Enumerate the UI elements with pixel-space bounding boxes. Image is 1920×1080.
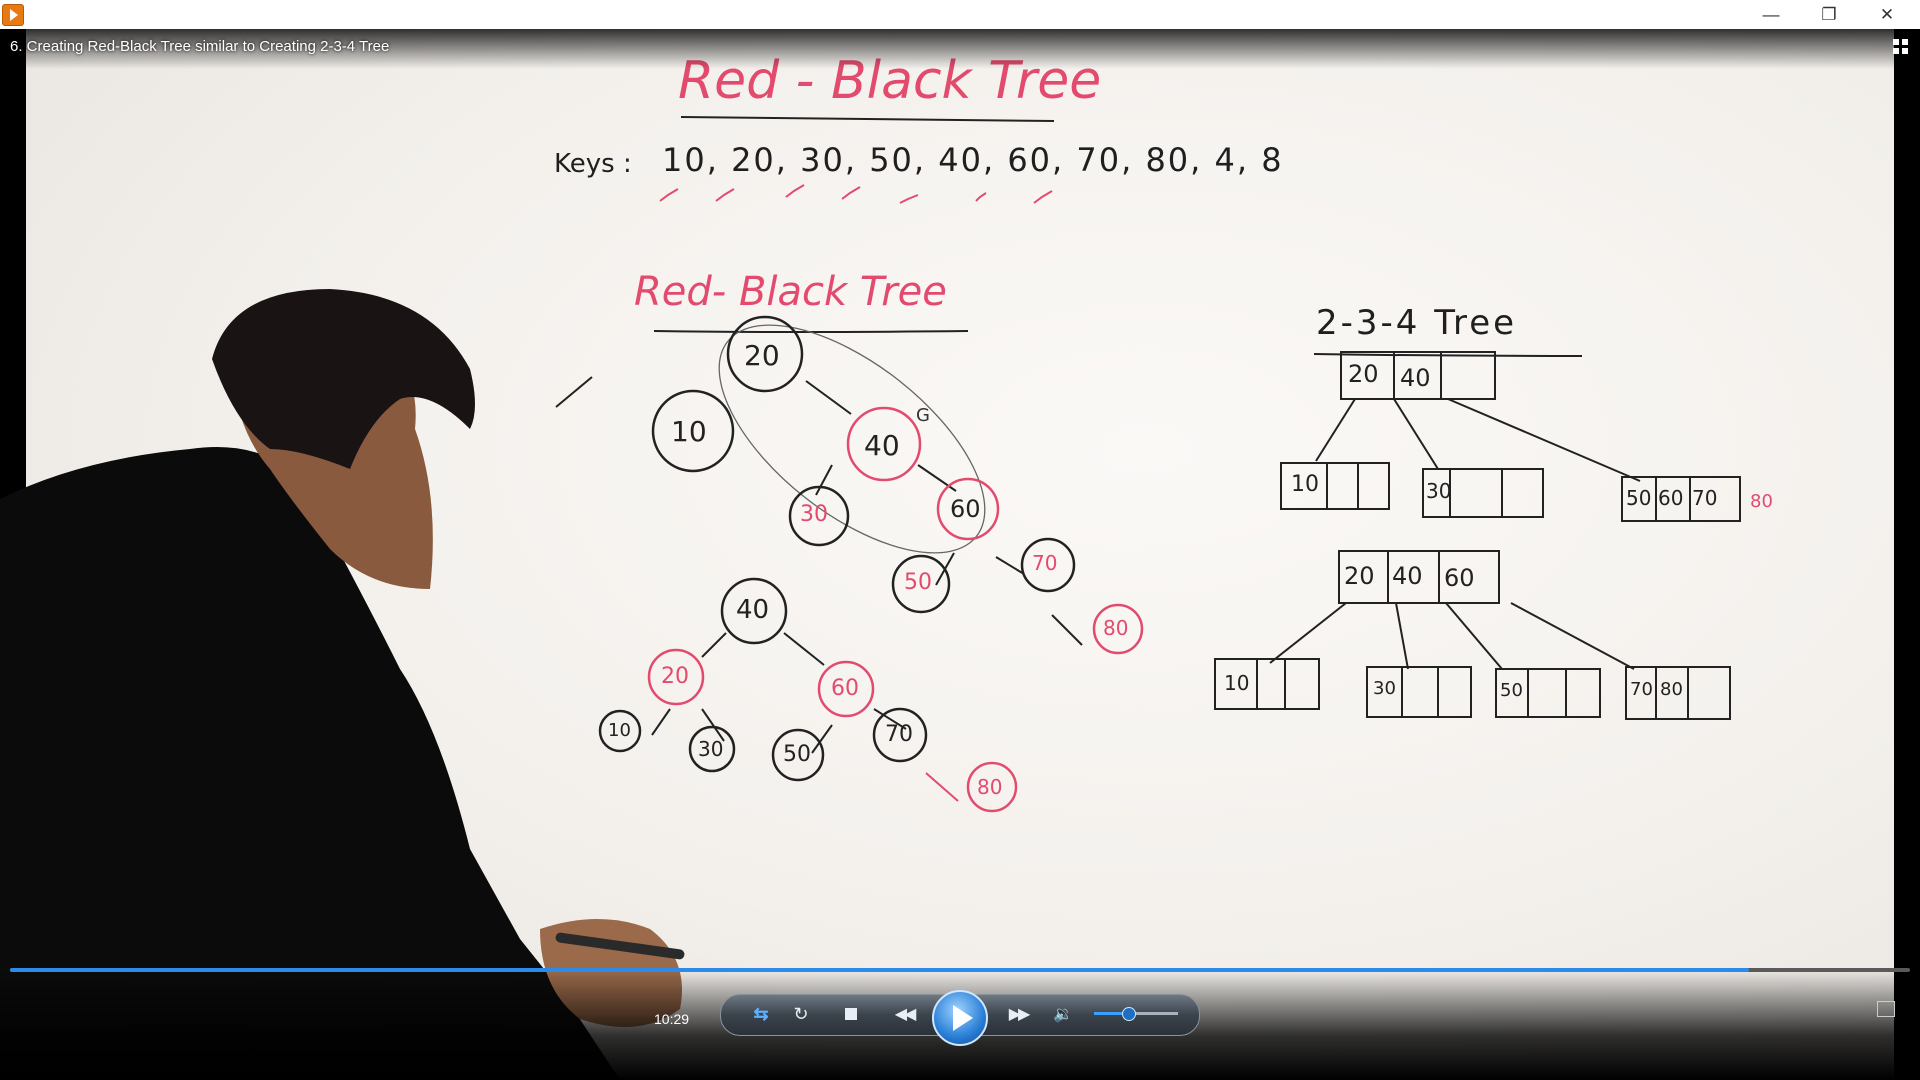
rb1-node-40: 40 (864, 429, 900, 462)
t234b-child-3: 50 (1500, 680, 1523, 701)
rb2-node-20: 20 (661, 664, 689, 689)
media-player-app-icon (2, 4, 24, 26)
t234b-root-key-3: 60 (1444, 564, 1475, 592)
tree-234-heading: 2-3-4 Tree (1316, 303, 1518, 343)
presenter (0, 289, 685, 1080)
volume-slider[interactable] (1094, 1007, 1178, 1021)
t234b-child-4-key-2: 80 (1660, 679, 1683, 700)
title-overlay (0, 29, 1920, 69)
video-frame[interactable]: Red - Black Tree Keys : 10, 20, 30, 50, … (0, 29, 1920, 1080)
elapsed-time: 10:29 (654, 1011, 690, 1027)
t234b-child-4-key-1: 70 (1630, 679, 1653, 700)
restore-button[interactable]: ❐ (1821, 5, 1837, 24)
rb2-node-50: 50 (783, 742, 811, 767)
rb2-node-40: 40 (736, 595, 770, 625)
rb2-node-10: 10 (608, 720, 631, 741)
rb1-node-30: 30 (800, 502, 828, 527)
video-title: 6. Creating Red-Black Tree similar to Cr… (10, 38, 390, 55)
rewind-icon[interactable]: ◀◀ (894, 1006, 917, 1023)
rb1-node-70: 70 (1032, 551, 1058, 575)
rb1-node-80: 80 (1103, 616, 1129, 640)
rb2-node-70: 70 (885, 722, 913, 747)
whiteboard-drawing (555, 116, 1741, 813)
stop-icon (845, 1008, 857, 1020)
fullscreen-icon[interactable] (1877, 1001, 1895, 1017)
t234a-pending-key: 80 (1750, 491, 1773, 512)
switch-view-icon[interactable]: ⇆ (753, 1003, 769, 1024)
t234b-child-2: 30 (1373, 678, 1396, 699)
rb1-grandparent-mark: G (916, 405, 930, 426)
stop-button[interactable] (838, 1001, 864, 1027)
t234b-root-key-1: 20 (1344, 562, 1375, 590)
play-button[interactable] (932, 990, 988, 1046)
seek-bar-progress (10, 968, 1749, 972)
t234b-root-key-2: 40 (1392, 562, 1423, 590)
t234a-right-key-3: 70 (1692, 486, 1718, 510)
t234a-left-key: 10 (1291, 472, 1319, 497)
t234a-right-key-2: 60 (1658, 486, 1684, 510)
minimize-button[interactable]: — (1762, 5, 1780, 24)
volume-slider-fill (1094, 1012, 1128, 1015)
rb1-node-10: 10 (671, 415, 707, 448)
rb1-node-20: 20 (744, 339, 780, 372)
keys-label: Keys : (554, 149, 632, 179)
fast-forward-icon[interactable]: ▶▶ (1008, 1006, 1031, 1023)
compact-mode-icon[interactable] (1893, 39, 1909, 55)
t234a-root-key-1: 20 (1348, 360, 1379, 388)
t234a-mid-key: 30 (1426, 479, 1452, 503)
rb-tree-heading: Red- Black Tree (634, 269, 947, 315)
t234a-root-key-2: 40 (1400, 364, 1431, 392)
rb1-node-60: 60 (950, 495, 981, 523)
t234a-right-key-1: 50 (1626, 486, 1652, 510)
close-button[interactable]: ✕ (1879, 5, 1895, 24)
keys-list: 10, 20, 30, 50, 40, 60, 70, 80, 4, 8 (662, 141, 1284, 179)
rb2-node-60: 60 (831, 676, 859, 701)
rb2-node-30: 30 (698, 737, 724, 761)
repeat-icon[interactable]: ↻ (793, 1003, 809, 1024)
rb2-node-80: 80 (977, 775, 1003, 799)
volume-icon[interactable]: 🔉 (1053, 1006, 1073, 1023)
rb1-node-50: 50 (904, 570, 932, 595)
t234b-child-1: 10 (1224, 671, 1250, 695)
seek-bar[interactable] (10, 968, 1910, 972)
window-titlebar: — ❐ ✕ (0, 0, 1920, 29)
volume-slider-thumb[interactable] (1121, 1007, 1136, 1021)
